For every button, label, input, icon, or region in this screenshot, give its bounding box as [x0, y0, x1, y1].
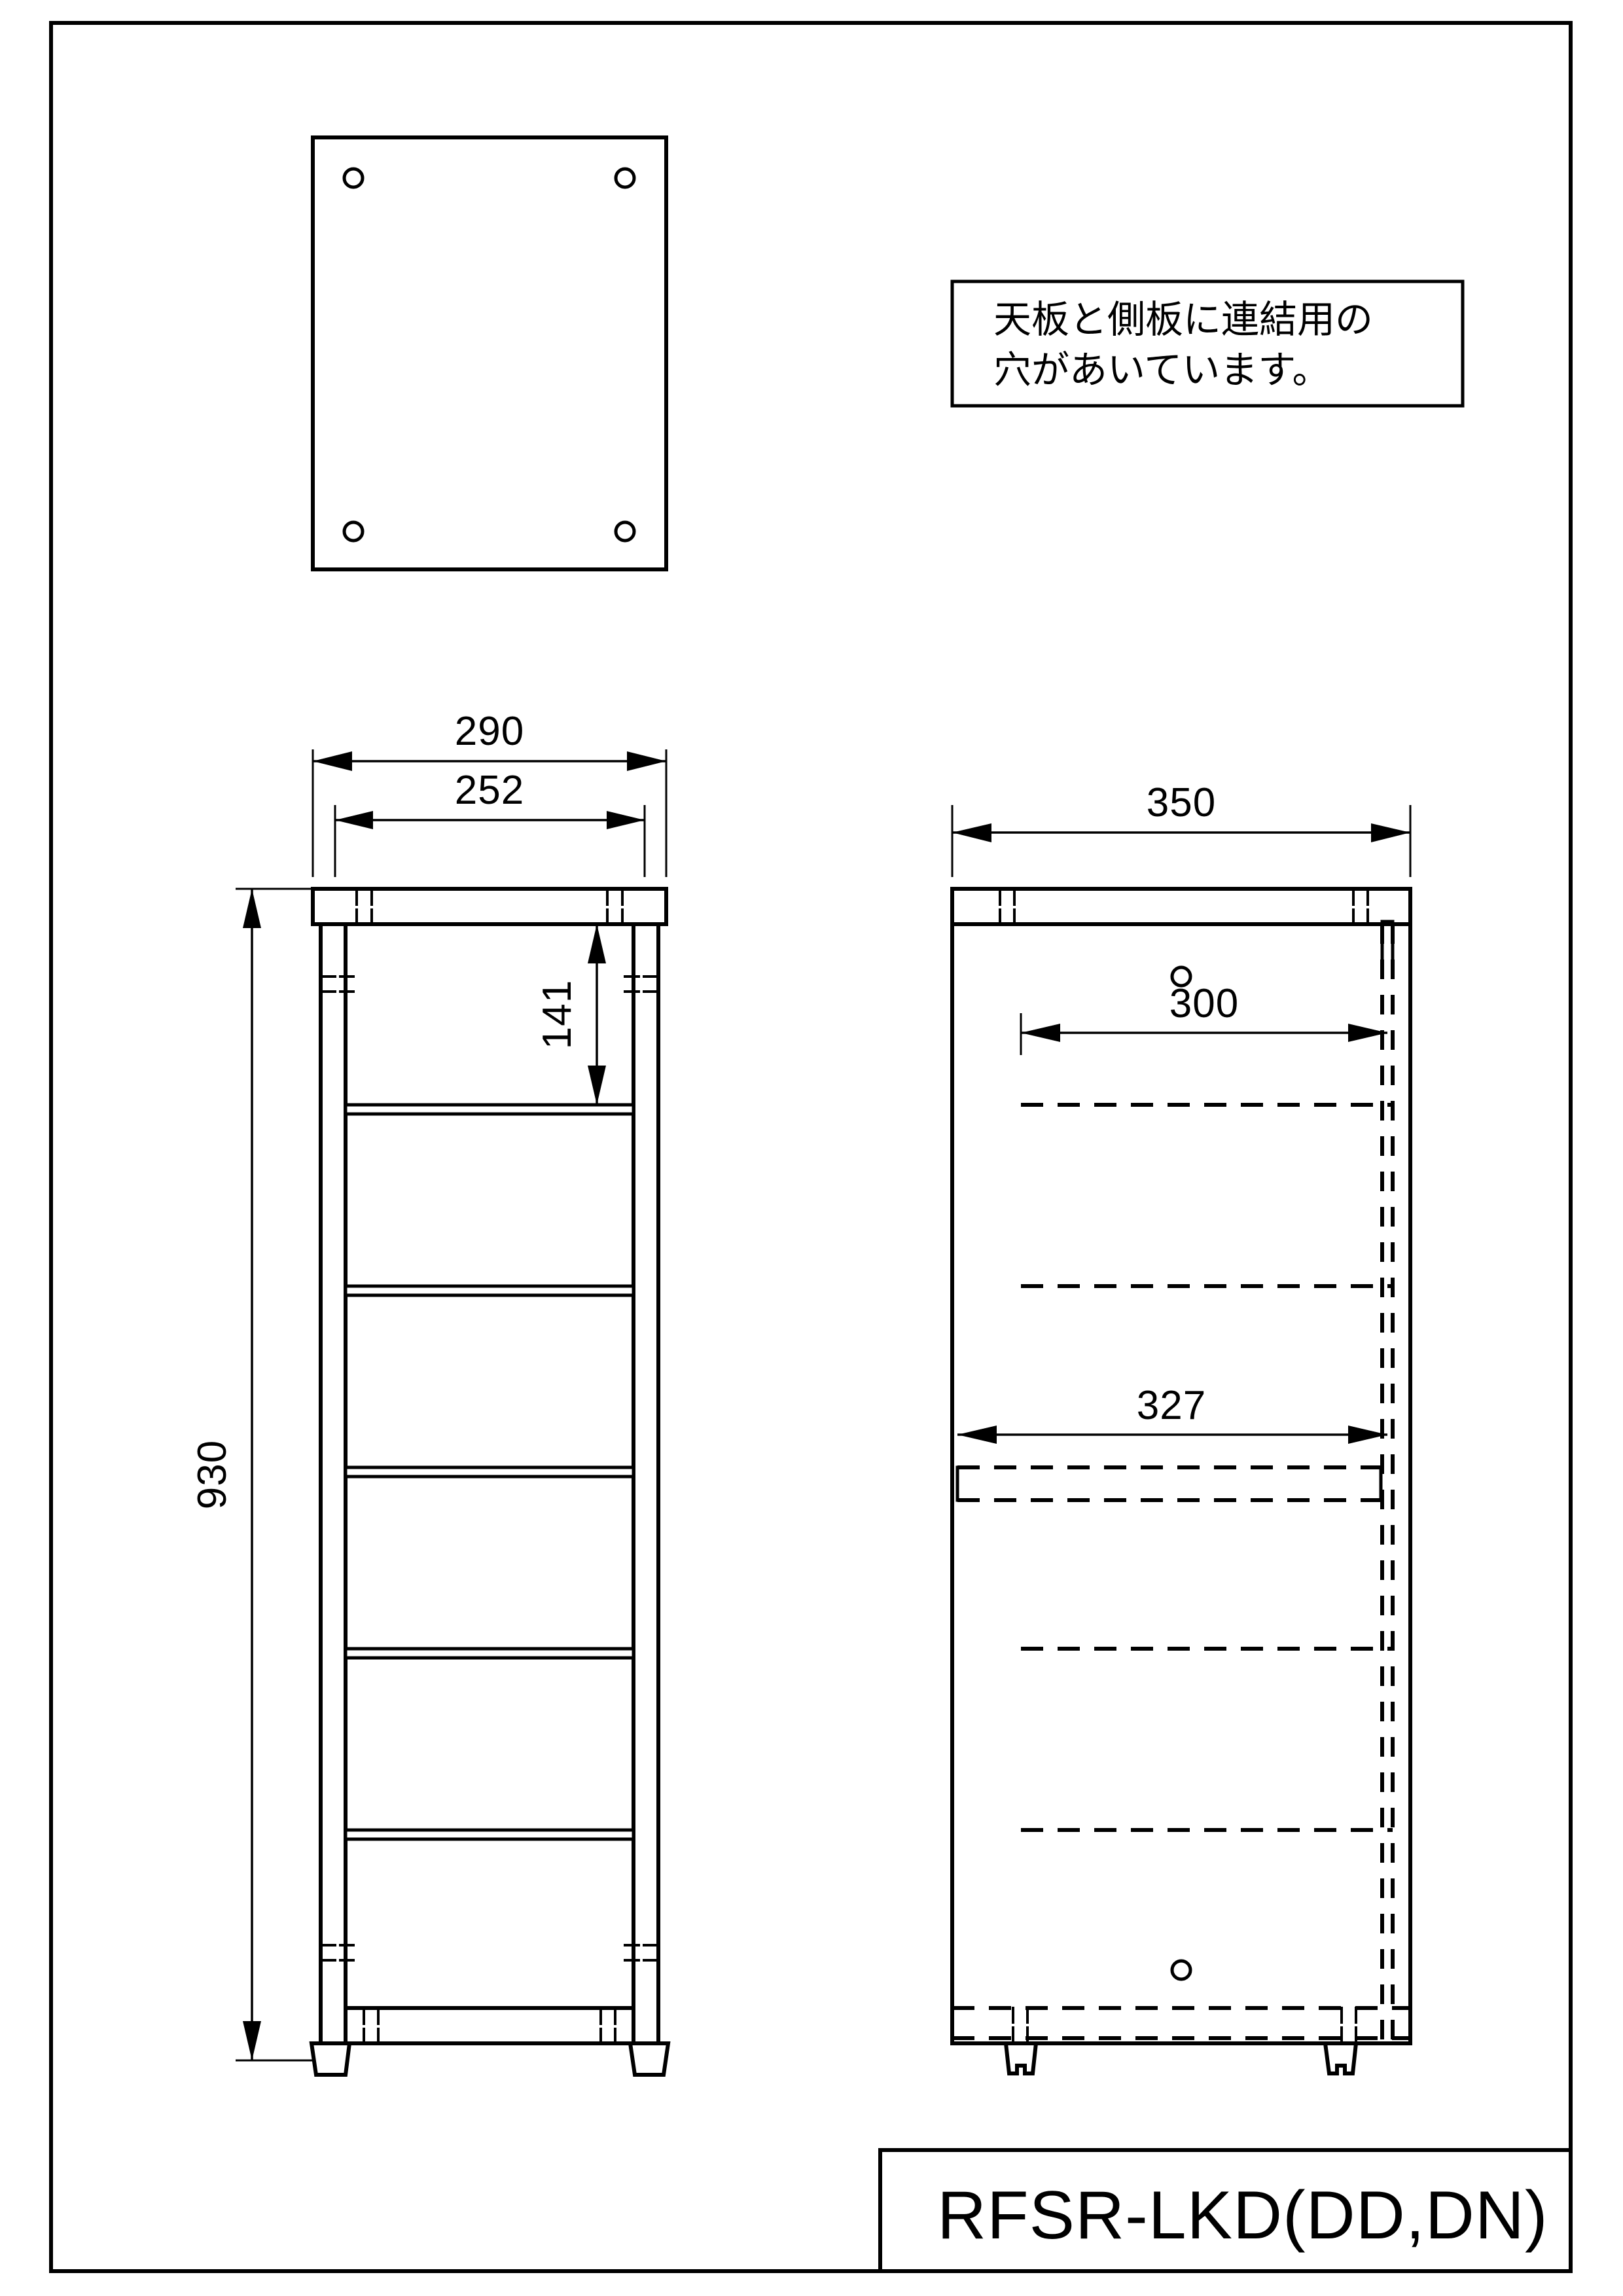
dimension-depth-350: 350	[951, 780, 1412, 877]
front-bottom-panel	[344, 2006, 635, 2045]
sheet-border	[49, 21, 1573, 2273]
dimension-width-252-label: 252	[455, 768, 524, 813]
front-shelf	[344, 1284, 635, 1297]
top-plate-outline	[311, 135, 668, 571]
top-plate-hole-br	[614, 520, 636, 543]
front-top-panel	[311, 887, 668, 926]
dimension-width-252: 252	[334, 768, 646, 877]
front-foot-left	[309, 2041, 352, 2077]
title-block: RFSR-LKD(DD,DN)	[878, 2148, 1573, 2273]
front-shelf	[344, 1103, 635, 1116]
dimension-offset-300-label: 300	[1169, 981, 1239, 1026]
note-box	[950, 279, 1465, 408]
side-top-panel	[950, 887, 1412, 926]
side-panel-body	[950, 922, 1412, 2045]
front-shelf	[344, 1465, 635, 1479]
dimension-width-290: 290	[312, 709, 668, 877]
front-right-side-panel	[632, 922, 660, 2045]
dimension-shelf-depth-327-label: 327	[1137, 1383, 1206, 1428]
dimension-width-290-label: 290	[455, 709, 524, 754]
dimension-shelf-depth-327: 327	[957, 1383, 1387, 1444]
top-plate-view	[311, 135, 668, 571]
front-shelf	[344, 1647, 635, 1660]
dimension-pitch-141-label: 141	[535, 980, 580, 1049]
dimension-offset-300: 300	[1020, 981, 1387, 1055]
front-elevation-view: 141	[309, 887, 671, 2077]
note-line-1: 天板と側板に連結用の	[993, 298, 1373, 341]
front-shelf	[344, 1828, 635, 1841]
top-plate-hole-tl	[342, 167, 365, 189]
side-foot-right	[1323, 2041, 1359, 2075]
front-foot-right	[628, 2041, 671, 2077]
side-hole-bottom	[1170, 1959, 1192, 1981]
note-callout: 天板と側板に連結用の 穴があいています。	[950, 279, 1465, 408]
top-plate-hole-tr	[614, 167, 636, 189]
side-shelf-hidden-thick	[955, 1465, 1393, 1502]
title-block-box	[878, 2148, 1573, 2273]
front-left-side-panel	[319, 922, 348, 2045]
model-code: RFSR-LKD(DD,DN)	[937, 2178, 1548, 2253]
side-elevation-view: 300 327	[950, 887, 1412, 2075]
dimension-pitch-141: 141	[535, 924, 606, 1105]
side-hole-top	[1170, 965, 1192, 988]
dimension-depth-350-label: 350	[1147, 780, 1216, 825]
note-line-2: 穴があいています。	[993, 349, 1330, 391]
top-plate-hole-bl	[342, 520, 365, 543]
dimension-height-930: 930	[190, 888, 313, 2062]
dimension-height-930-label: 930	[190, 1440, 235, 1509]
side-foot-left	[1003, 2041, 1039, 2075]
